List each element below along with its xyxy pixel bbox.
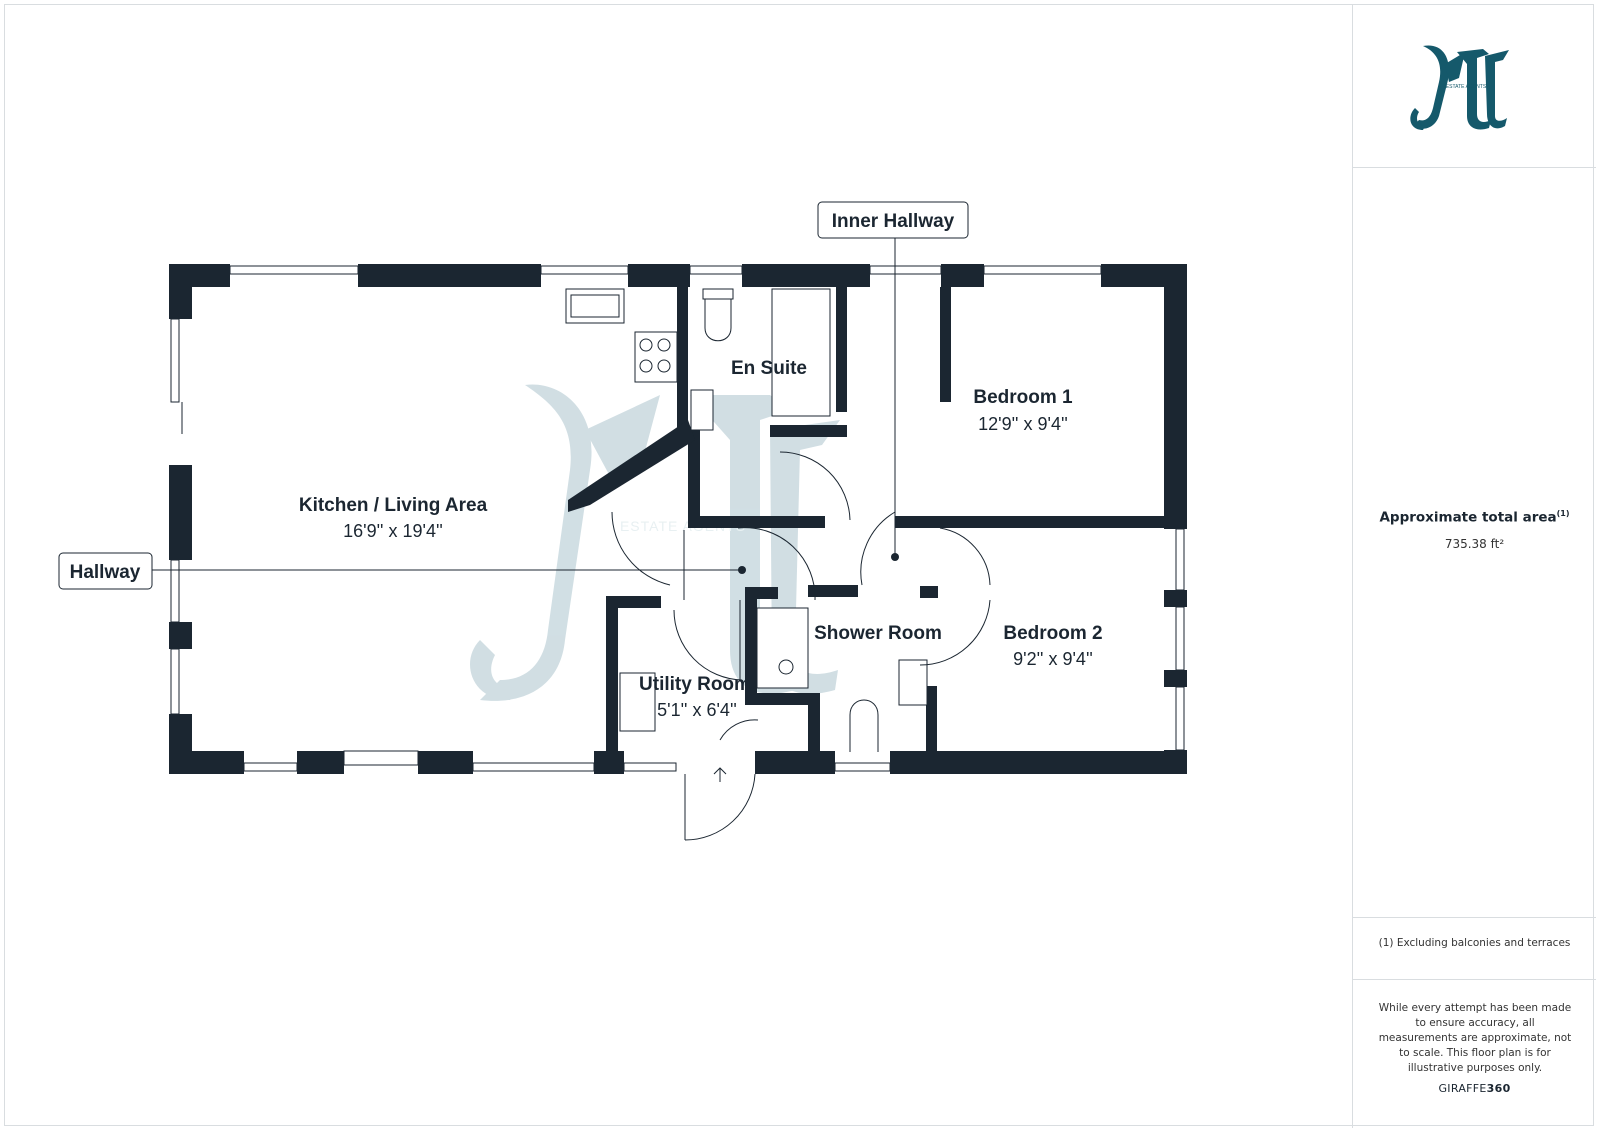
walls <box>169 264 1187 774</box>
logo-tagline: ESTATE AGENTS <box>1446 84 1487 90</box>
room-bedroom2-name: Bedroom 2 <box>1003 623 1102 644</box>
room-kitchen-name: Kitchen / Living Area <box>299 495 488 516</box>
floor-plan: ESTATE AGENTS <box>58 201 1187 841</box>
area-value: 735.38 ft² <box>1444 537 1505 551</box>
room-bedroom1-name: Bedroom 1 <box>973 387 1073 408</box>
room-utility-size: 5'1'' x 6'4'' <box>657 700 737 720</box>
windows <box>170 265 1185 772</box>
disclaimer: While every attempt has been made to ens… <box>1378 1002 1572 1074</box>
fixtures <box>565 288 928 752</box>
brand-credit: GIRAFFE360 <box>1353 1082 1596 1095</box>
sidebar-divider <box>1353 167 1596 168</box>
room-kitchen-size: 16'9'' x 19'4'' <box>343 521 443 541</box>
area-title: Approximate total area(1) <box>1353 509 1596 526</box>
entrance-arrow-icon <box>713 767 727 782</box>
callout-leaders <box>152 237 896 571</box>
inner-hallway-callout-box <box>817 201 969 239</box>
brand-credit-b: 360 <box>1486 1082 1511 1095</box>
area-footnote-marker: (1) <box>1556 509 1570 518</box>
brand-credit-a: GIRAFFE <box>1438 1082 1487 1095</box>
inner-hallway-marker <box>891 553 899 561</box>
hallway-marker <box>738 566 746 574</box>
sidebar-divider <box>1353 917 1596 918</box>
room-bedroom2-size: 9'2'' x 9'4'' <box>1013 649 1093 669</box>
company-logo: ESTATE AGENTS <box>1410 45 1509 130</box>
page-frame <box>4 4 1594 1126</box>
hallway-callout-box <box>58 552 153 590</box>
inner-hallway-callout: Inner Hallway <box>832 211 955 232</box>
area-footnote: (1) Excluding balconies and terraces <box>1378 937 1571 949</box>
room-en-suite-name: En Suite <box>731 358 807 379</box>
sidebar-divider <box>1353 979 1596 980</box>
info-sidebar: ESTATE AGENTS Approximate total area (1) … <box>1352 4 1596 1128</box>
door-swings <box>611 451 991 841</box>
hallway-callout: Hallway <box>70 562 141 583</box>
room-bedroom1-size: 12'9'' x 9'4'' <box>978 414 1068 434</box>
room-shower-name: Shower Room <box>814 623 942 644</box>
area-title-text: Approximate total area <box>1379 509 1557 526</box>
room-utility-name: Utility Room <box>639 674 751 695</box>
